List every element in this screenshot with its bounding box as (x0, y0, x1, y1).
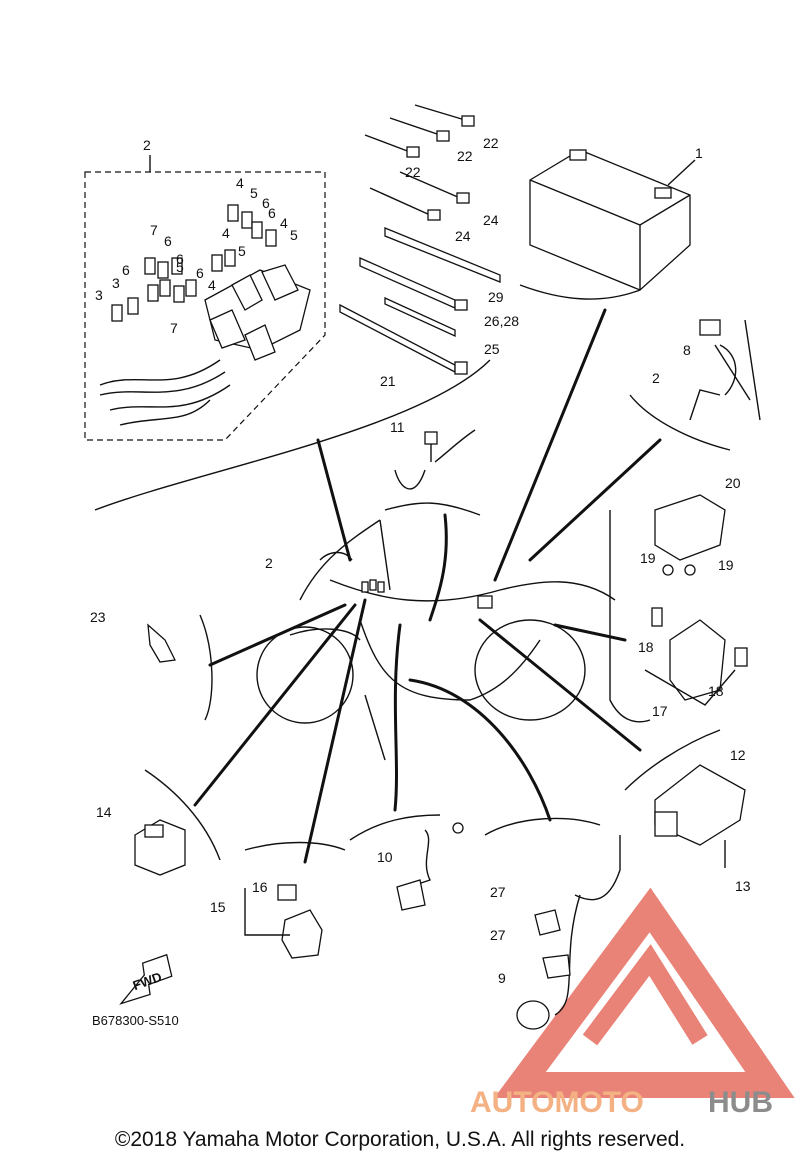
callout-c7b: 7 (170, 320, 178, 336)
fuse-box-inset (84, 171, 326, 441)
motorcycle-outline (256, 519, 616, 761)
battery-part (529, 149, 691, 291)
callout-c22b: 22 (457, 148, 473, 164)
callout-c2c: 2 (265, 555, 273, 571)
callout-c7a: 7 (150, 222, 158, 238)
callout-c5b: 5 (290, 227, 298, 243)
callout-c13: 13 (735, 878, 751, 894)
callout-c6f: 6 (176, 251, 184, 267)
callout-c4c: 4 (280, 215, 288, 231)
callout-c6e: 6 (196, 265, 204, 281)
callout-c6d: 6 (122, 262, 130, 278)
flasher-relay-part (134, 819, 186, 876)
connector-part (244, 884, 323, 959)
callout-c24b: 24 (455, 228, 471, 244)
callout-c5d: 5 (176, 259, 184, 275)
clip-part (147, 623, 176, 663)
callout-c11: 11 (390, 419, 405, 435)
ground-bolt-part (394, 429, 476, 490)
callout-c23: 23 (90, 609, 106, 625)
callout-c4a: 4 (236, 175, 244, 191)
callout-c14: 14 (96, 804, 112, 820)
callout-c6a: 6 (262, 195, 270, 211)
watermark-suffix: HUB (708, 1086, 773, 1119)
cable-ties (339, 104, 501, 375)
callout-c8: 8 (683, 342, 691, 358)
callout-c1: 1 (695, 145, 703, 161)
callout-c4b: 4 (222, 225, 230, 241)
callout-c21: 21 (380, 373, 396, 389)
callout-c6c: 6 (164, 233, 172, 249)
callout-c27a: 27 (490, 884, 506, 900)
callout-c15: 15 (210, 899, 226, 915)
callout-c5c: 5 (238, 243, 246, 259)
callout-c25: 25 (484, 341, 500, 357)
callout-c3b: 3 (112, 275, 120, 291)
sensor-part (396, 822, 464, 911)
callout-c5a: 5 (250, 185, 258, 201)
callout-c19a: 19 (640, 550, 656, 566)
diagram-code: B678300-S510 (92, 1013, 179, 1028)
callout-c10: 10 (377, 849, 393, 865)
callout-c22c: 22 (405, 164, 421, 180)
callout-c17: 17 (652, 703, 668, 719)
callout-c12: 12 (730, 747, 746, 763)
callout-c9: 9 (498, 970, 506, 986)
callout-c2b: 2 (652, 370, 660, 386)
callout-c2628: 26,28 (484, 313, 519, 329)
callout-c24a: 24 (483, 212, 499, 228)
relay-inset-part (689, 319, 761, 421)
rectifier-regulator-part (654, 764, 746, 868)
callout-c20: 20 (725, 475, 741, 491)
callout-c22a: 22 (483, 135, 499, 151)
horn-part (516, 835, 621, 1030)
starter-relay-part (651, 494, 748, 701)
callout-c4d: 4 (208, 277, 216, 293)
callout-c3a: 3 (95, 287, 103, 303)
watermark-prefix: AUTOMOTO (470, 1086, 644, 1119)
callout-c6b: 6 (268, 205, 276, 221)
callout-c16: 16 (252, 879, 268, 895)
callout-c29: 29 (488, 289, 504, 305)
callout-c19b: 19 (718, 557, 734, 573)
callout-c18b: 18 (708, 683, 724, 699)
callout-c18a: 18 (638, 639, 654, 655)
callout-c27b: 27 (490, 927, 506, 943)
callout-c2a: 2 (143, 137, 151, 153)
copyright-notice: ©2018 Yamaha Motor Corporation, U.S.A. A… (114, 1128, 686, 1151)
forward-direction-arrow-icon (119, 953, 173, 1005)
watermark-logo-icon (494, 887, 795, 1098)
